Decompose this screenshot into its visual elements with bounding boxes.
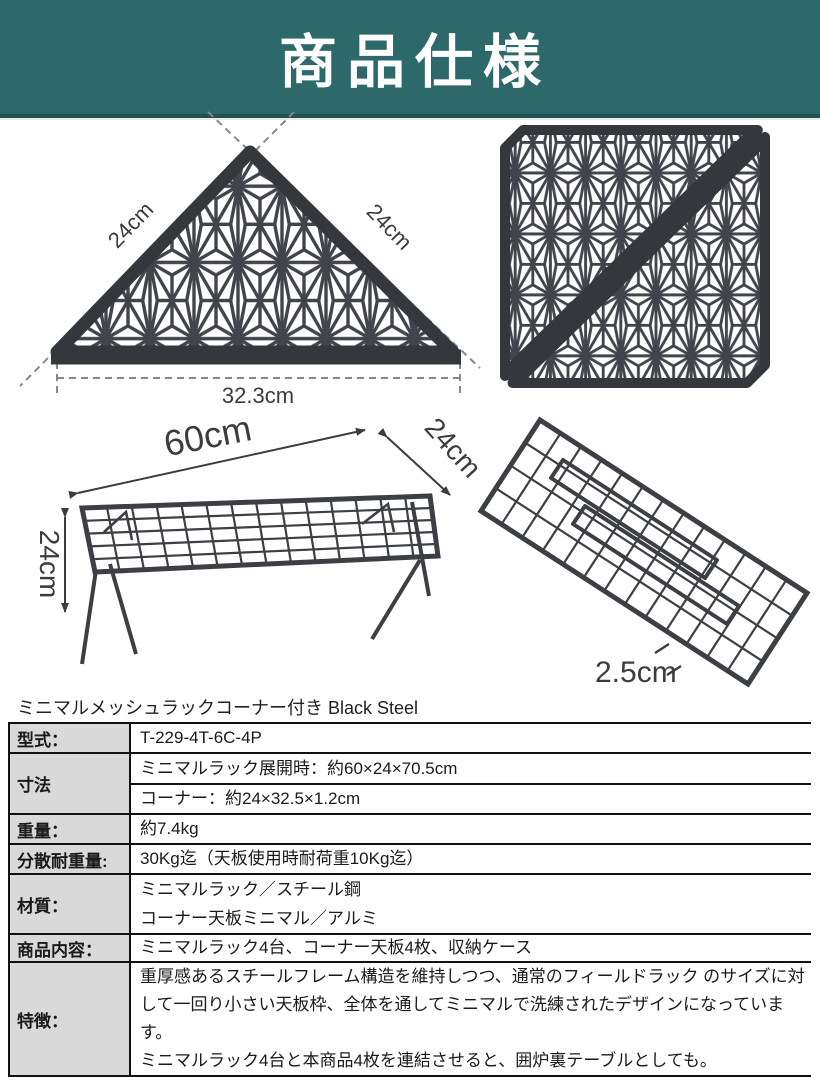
product-name: ミニマルメッシュラックコーナー付き Black Steel xyxy=(17,698,419,718)
corner-plates-square-figure xyxy=(500,124,770,389)
spec-value-model: T-229-4T-6C-4P xyxy=(140,728,262,747)
triangle-left-dim-label: 24cm xyxy=(103,197,158,253)
spec-label-material: 材質： xyxy=(10,875,131,933)
mesh-rack-folded-figure: 2.5cm xyxy=(477,416,811,689)
rack-height-dim-label: 24cm xyxy=(34,530,65,598)
table-row: 商品内容： ミニマルラック4台、コーナー天板4枚、収納ケース xyxy=(10,935,811,963)
table-row: 重量： 約7.4kg xyxy=(10,815,811,845)
spec-value-contents: ミニマルラック4台、コーナー天板4枚、収納ケース xyxy=(140,938,533,957)
spec-value-dimensions-rack: ミニマルラック展開時：約60×24×70.5cm xyxy=(131,754,811,785)
triangle-right-dim-label: 24cm xyxy=(362,199,417,255)
spec-label-weight: 重量： xyxy=(10,815,131,843)
table-row: 型式： T-229-4T-6C-4P xyxy=(10,724,811,754)
mesh-table-drawing xyxy=(78,493,441,665)
spec-label-features: 特徴： xyxy=(10,963,131,1075)
spec-table: 型式： T-229-4T-6C-4P 寸法 ミニマルラック展開時：約60×24×… xyxy=(8,722,811,1077)
table-row: 分散耐重量: 30Kg迄（天板使用時耐荷重10Kg迄） xyxy=(10,845,811,875)
spec-label-dimensions: 寸法 xyxy=(10,754,131,813)
folded-thickness-dim-label: 2.5cm xyxy=(595,656,677,689)
table-row: 特徴： 重厚感あるスチールフレーム構造を維持しつつ、通常のフィールドラック のサ… xyxy=(10,963,811,1075)
spec-value-material-corner: コーナー天板ミニマル／アルミ xyxy=(140,909,378,928)
mesh-rack-table-figure: 60cm 24cm 24cm xyxy=(34,412,480,665)
spec-value-features-2: ミニマルラック4台と本商品4枚を連結させると、囲炉裏テーブルとしても。 xyxy=(140,1051,717,1070)
spec-label-load-capacity: 分散耐重量: xyxy=(10,845,131,873)
rack-dimension-arrows xyxy=(61,427,451,613)
corner-plate-drawing xyxy=(50,145,461,365)
table-row: 材質： ミニマルラック／スチール鋼 コーナー天板ミニマル／アルミ xyxy=(10,875,811,935)
header-band: 商品仕様 xyxy=(0,0,820,118)
page-title: 商品仕様 xyxy=(278,30,551,95)
spec-label-contents: 商品内容： xyxy=(10,935,131,961)
lower-right-plate xyxy=(507,131,770,389)
triangle-base-dim-label: 32.3cm xyxy=(222,383,294,408)
spec-value-features-1: 重厚感あるスチールフレーム構造を維持しつつ、通常のフィールドラック のサイズに対… xyxy=(140,967,805,1042)
corner-plate-triangle-figure: 24cm 24cm 32.3cm xyxy=(19,111,481,408)
upper-left-plate xyxy=(500,124,763,382)
spec-value-weight: 約7.4kg xyxy=(140,819,199,838)
spec-label-model: 型式： xyxy=(10,724,131,752)
folded-rack-drawing xyxy=(477,416,811,688)
thickness-tick-marks xyxy=(654,642,682,677)
table-row: 寸法 ミニマルラック展開時：約60×24×70.5cm コーナー：約24×32.… xyxy=(10,754,811,815)
spec-value-load-capacity: 30Kg迄（天板使用時耐荷重10Kg迄） xyxy=(140,849,424,868)
spec-value-dimensions-corner: コーナー：約24×32.5×1.2cm xyxy=(140,789,361,808)
spec-value-material-rack: ミニマルラック／スチール鋼 xyxy=(140,880,361,899)
